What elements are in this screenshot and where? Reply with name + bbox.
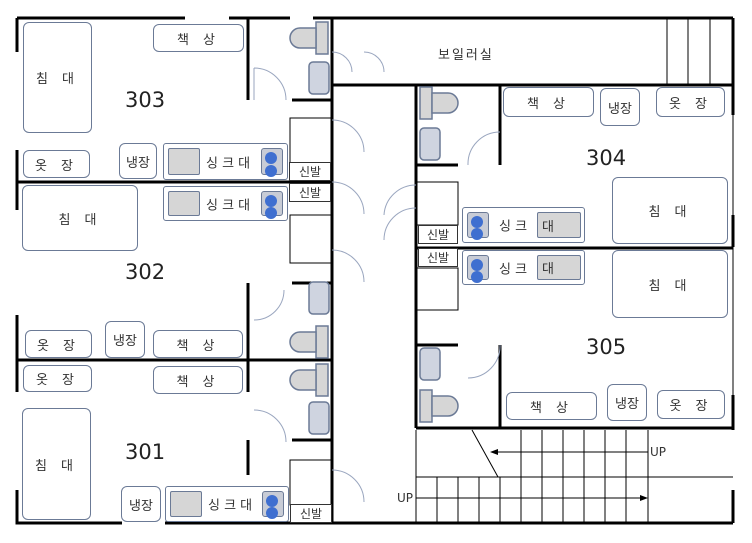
sink-basin (168, 148, 200, 175)
stove-icon (261, 148, 283, 177)
room-302-number: 302 (125, 260, 166, 284)
room-301-number: 301 (125, 440, 166, 464)
fridge-302: 냉장 (105, 321, 145, 358)
sink-label: 싱 크 (499, 219, 528, 235)
fridge-303: 냉장 (119, 143, 157, 179)
bed-301: 침 대 (22, 408, 91, 520)
shoe-rack-302: 신발 (289, 183, 331, 202)
stove-icon (467, 255, 489, 283)
sink-301: 싱 크 대 (165, 486, 289, 522)
sink-304: 싱 크 대 (462, 207, 585, 243)
fridge-301: 냉장 (121, 486, 161, 522)
bed-304: 침 대 (612, 177, 728, 244)
wardrobe-305: 옷 장 (657, 390, 725, 419)
shoe-rack-304: 신발 (418, 225, 458, 244)
desk-301: 책 상 (153, 366, 243, 394)
room-305-number: 305 (586, 335, 627, 359)
room-304-number: 304 (586, 146, 627, 170)
desk-302: 책 상 (153, 330, 243, 358)
stairs-up-label-upper: UP (650, 445, 667, 459)
shoe-rack-303: 신발 (289, 162, 331, 181)
desk-304: 책 상 (503, 87, 594, 117)
boiler-room-label: 보일러실 (438, 48, 494, 63)
sink-label: 싱 크 (499, 262, 528, 277)
stove-icon (262, 491, 284, 519)
sink-305: 싱 크 대 (462, 250, 585, 285)
shoe-rack-305: 신발 (418, 248, 458, 267)
sink-302: 싱 크 대 (163, 186, 288, 221)
stairs-up-label-lower: UP (397, 491, 414, 505)
bed-305: 침 대 (612, 250, 728, 318)
bed-302: 침 대 (22, 185, 138, 251)
wardrobe-302: 옷 장 (25, 330, 92, 358)
sink-basin: 대 (537, 212, 581, 238)
wardrobe-301: 옷 장 (23, 365, 92, 392)
room-303-number: 303 (125, 88, 166, 112)
fridge-304: 냉장 (600, 88, 640, 126)
sink-basin: 대 (537, 255, 581, 280)
sink-basin (170, 491, 202, 517)
shoe-rack-301: 신발 (290, 504, 332, 523)
fridge-305: 냉장 (607, 384, 647, 421)
sink-303: 싱 크 대 (163, 143, 288, 180)
desk-303: 책 상 (153, 24, 244, 52)
sink-basin (168, 191, 200, 216)
sink-label: 싱 크 대 (206, 198, 251, 213)
bed-303: 침 대 (23, 22, 92, 133)
sink-label: 싱 크 대 (206, 156, 251, 171)
stove-icon (261, 191, 283, 219)
wardrobe-304: 옷 장 (656, 87, 725, 117)
stove-icon (467, 212, 489, 240)
sink-label: 싱 크 대 (208, 498, 253, 514)
desk-305: 책 상 (506, 392, 597, 420)
wardrobe-303: 옷 장 (23, 150, 90, 178)
